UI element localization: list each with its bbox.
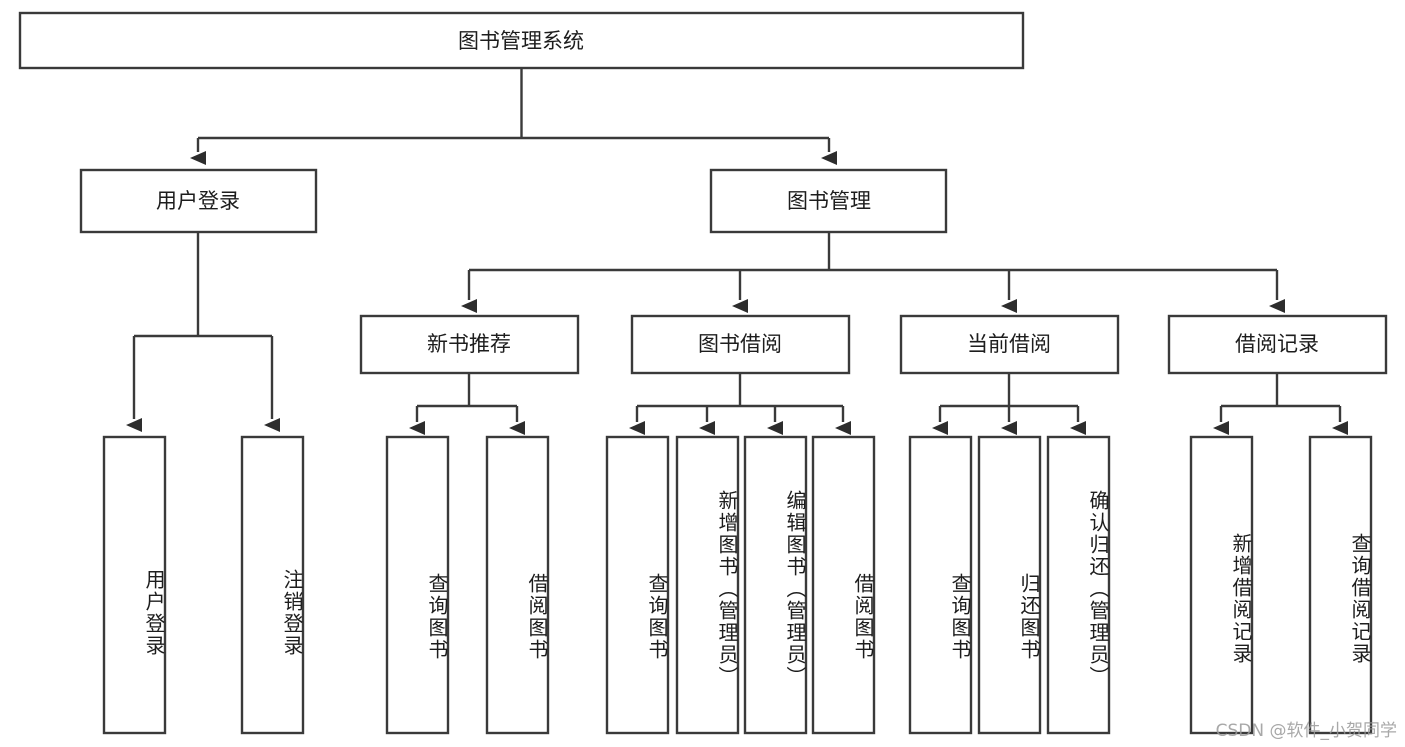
connector-book-borrow-to-leaves xyxy=(629,373,851,435)
node-root-label: 图书管理系统 xyxy=(458,29,584,53)
node-new-book-recommend[interactable]: 新书推荐 xyxy=(359,314,580,375)
connector-new-book-to-leaves xyxy=(409,373,525,435)
leaf-box-borrow-records-1[interactable] xyxy=(1308,435,1373,735)
leaf-box-book-borrow-0[interactable] xyxy=(605,435,670,735)
node-root-system[interactable]: 图书管理系统 xyxy=(18,11,1025,70)
node-book-management-label: 图书管理 xyxy=(787,189,871,213)
connector-borrow-records-to-leaves xyxy=(1213,373,1348,435)
connector-root-to-level2 xyxy=(190,68,837,165)
node-book-management[interactable]: 图书管理 xyxy=(709,168,948,234)
connector-current-borrow-to-leaves xyxy=(932,373,1086,435)
node-book-borrow[interactable]: 图书借阅 xyxy=(630,314,851,375)
leaf-box-new-book-0[interactable] xyxy=(385,435,450,735)
node-current-borrow-label: 当前借阅 xyxy=(967,332,1051,356)
leaf-box-new-book-1[interactable] xyxy=(485,435,550,735)
leaf-box-book-borrow-1[interactable] xyxy=(675,435,740,735)
leaf-box-book-borrow-2[interactable] xyxy=(743,435,808,735)
leaf-box-user-login-0[interactable] xyxy=(102,435,167,735)
leaf-box-book-borrow-3[interactable] xyxy=(811,435,876,735)
node-user-login-label: 用户登录 xyxy=(156,189,240,213)
watermark-text: CSDN @软件_小贺同学 xyxy=(1215,721,1397,741)
leaf-box-current-borrow-1[interactable] xyxy=(977,435,1042,735)
node-current-borrow[interactable]: 当前借阅 xyxy=(899,314,1120,375)
node-borrow-records[interactable]: 借阅记录 xyxy=(1167,314,1388,375)
node-user-login[interactable]: 用户登录 xyxy=(79,168,318,234)
leaf-box-current-borrow-0[interactable] xyxy=(908,435,973,735)
leaf-box-current-borrow-2[interactable] xyxy=(1046,435,1111,735)
connector-user-login-to-leaves xyxy=(126,232,280,432)
leaf-box-user-login-1[interactable] xyxy=(240,435,305,735)
connector-book-manage-to-level3 xyxy=(461,232,1285,313)
leaf-box-borrow-records-0[interactable] xyxy=(1189,435,1254,735)
node-book-borrow-label: 图书借阅 xyxy=(698,332,782,356)
node-new-book-recommend-label: 新书推荐 xyxy=(427,332,511,356)
node-borrow-records-label: 借阅记录 xyxy=(1235,332,1319,356)
